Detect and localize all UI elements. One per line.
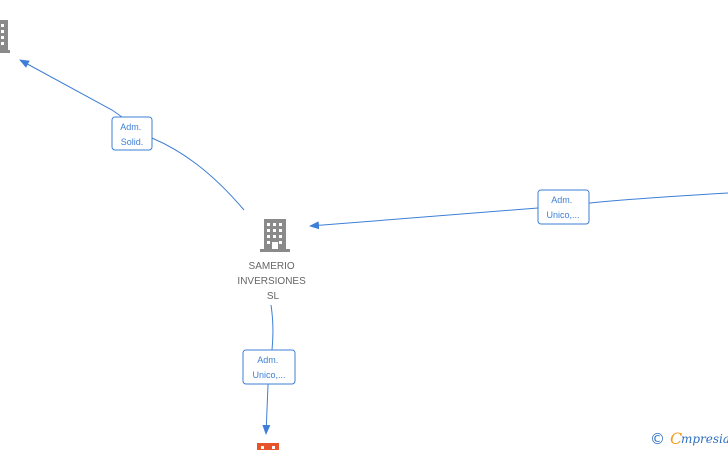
copyright-symbol: © [650,430,665,448]
edge-label-line: Adm. [551,195,572,205]
edge-label-adm-unico-bottom[interactable]: Adm. Unico,... [242,349,296,385]
edge-label-adm-solid[interactable]: Adm. Solid. [111,116,153,151]
building-icon [260,219,290,252]
building-icon [0,20,10,53]
node-samerio-inversiones[interactable]: SAMERIO INVERSIONES SL [237,219,308,302]
edge-label-adm-unico-right[interactable]: Adm. Unico,... [537,189,590,225]
building-icon [257,443,279,450]
node-label-line: INVERSIONES [237,276,306,287]
node-bottom-building[interactable] [257,443,279,450]
edge-from-right[interactable] [309,192,728,230]
edge-label-line: Adm. [257,355,278,365]
edge-label-line: Adm. [120,122,141,132]
brand-logo-initial: C [670,429,682,448]
svg-text:Adm. Unico,...: Adm. Unico,... [252,355,285,380]
node-label-line: SL [267,291,280,302]
edge-label-line: Solid. [121,137,144,147]
node-label-line: SAMERIO [249,261,295,272]
edge-label-line: Unico,... [252,370,285,380]
watermark: © C mpresia [650,429,728,448]
node-top-left-building[interactable] [0,20,10,53]
brand-logo-text: mpresia [681,432,728,446]
svg-text:Adm. Unico,...: Adm. Unico,... [546,195,579,220]
node-label: SAMERIO INVERSIONES SL [237,261,308,302]
svg-text:Adm. Solid.: Adm. Solid. [120,122,144,147]
edge-label-line: Unico,... [546,210,579,220]
